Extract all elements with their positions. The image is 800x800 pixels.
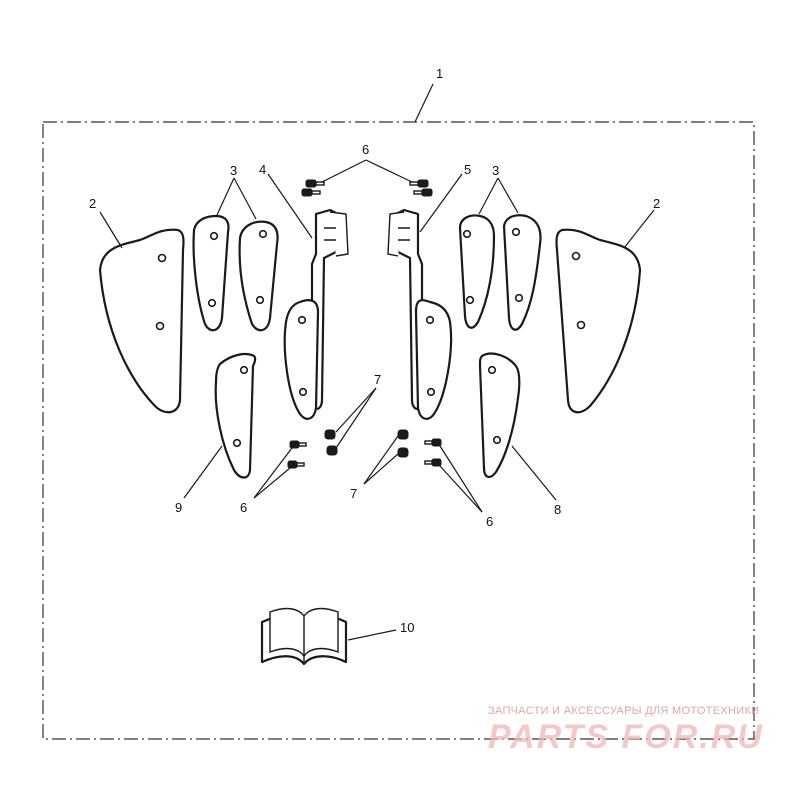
leader-3-left-a bbox=[216, 177, 235, 216]
callout-7-right: 7 bbox=[350, 486, 357, 501]
leader-3-left-b bbox=[233, 177, 257, 220]
mid-panel-left-b bbox=[238, 220, 279, 332]
leader-7-left-b bbox=[335, 387, 377, 449]
kit-boundary-frame bbox=[42, 121, 755, 740]
leader-7-left-a bbox=[335, 387, 377, 433]
deflector-left bbox=[98, 228, 185, 414]
bracket-left bbox=[283, 208, 349, 420]
leader-7-right-a bbox=[363, 435, 399, 485]
leader-1 bbox=[414, 83, 434, 123]
leader-10 bbox=[347, 629, 397, 641]
panel-lower-right bbox=[478, 352, 521, 478]
leader-6-lower-left-a bbox=[253, 447, 293, 499]
screws-lower-right bbox=[424, 438, 442, 467]
leader-4 bbox=[267, 173, 313, 239]
screws-top bbox=[301, 179, 433, 197]
nuts-right bbox=[397, 429, 409, 458]
leader-2-left bbox=[99, 211, 123, 249]
instruction-book-icon bbox=[260, 607, 348, 666]
watermark-logo: PARTS FOR.RU bbox=[488, 718, 764, 756]
callout-3-left: 3 bbox=[230, 163, 237, 178]
callout-6-lower-right: 6 bbox=[486, 514, 493, 529]
leader-3-right-a bbox=[478, 177, 499, 215]
watermark-tagline: ЗАПЧАСТИ И АКСЕССУАРЫ ДЛЯ МОТОТЕХНИКИ bbox=[488, 705, 760, 717]
mid-panel-right-a bbox=[458, 214, 496, 329]
leader-6-lower-left-b bbox=[253, 467, 291, 499]
leader-3-right-b bbox=[497, 177, 519, 214]
screws-lower-left bbox=[287, 440, 307, 469]
leader-2-right bbox=[623, 209, 655, 249]
callout-6-top: 6 bbox=[362, 142, 369, 157]
callout-10: 10 bbox=[400, 620, 414, 635]
mid-panel-left-a bbox=[192, 214, 230, 332]
callout-2-left: 2 bbox=[89, 196, 96, 211]
panel-lower-left bbox=[214, 353, 257, 479]
leader-6-lower-right-a bbox=[439, 445, 483, 513]
leader-6-top-a bbox=[321, 159, 367, 183]
leader-6-lower-right-b bbox=[439, 465, 483, 513]
leader-7-right-b bbox=[363, 453, 399, 485]
callout-5: 5 bbox=[464, 162, 471, 177]
leader-6-top-b bbox=[365, 159, 413, 183]
callout-3-right: 3 bbox=[492, 163, 499, 178]
callout-1: 1 bbox=[436, 66, 443, 81]
mid-panel-right-b bbox=[502, 214, 542, 331]
leader-8 bbox=[511, 445, 557, 501]
bracket-right bbox=[387, 208, 453, 420]
deflector-right bbox=[555, 228, 642, 414]
callout-8: 8 bbox=[554, 502, 561, 517]
nuts-left bbox=[324, 429, 338, 456]
leader-5 bbox=[419, 173, 463, 233]
callout-6-lower-left: 6 bbox=[240, 500, 247, 515]
leader-9 bbox=[183, 445, 223, 499]
callout-7-left: 7 bbox=[374, 372, 381, 387]
callout-2-right: 2 bbox=[653, 196, 660, 211]
callout-4: 4 bbox=[259, 162, 266, 177]
callout-9: 9 bbox=[175, 500, 182, 515]
